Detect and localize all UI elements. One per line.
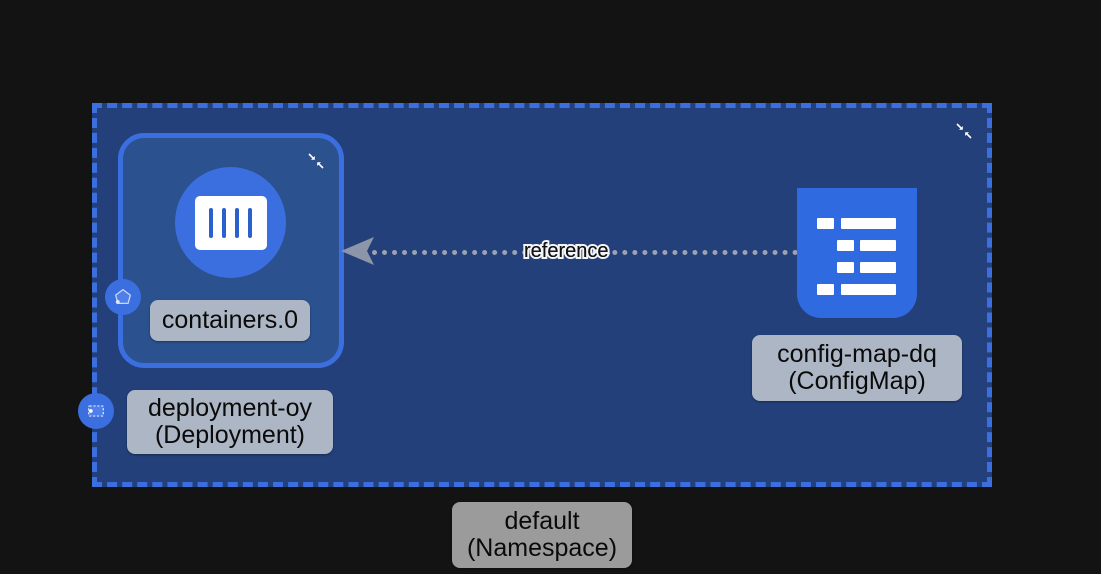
reference-edge-label: reference — [524, 240, 609, 262]
container-icon[interactable] — [175, 167, 286, 278]
reference-edge-line — [372, 250, 798, 255]
configmap-row-value — [860, 240, 896, 251]
containers-label-chip[interactable]: containers.0 — [150, 300, 310, 341]
namespace-label-chip[interactable]: default (Namespace) — [452, 502, 632, 568]
deployment-badge-icon[interactable] — [78, 393, 114, 429]
configmap-row-key — [817, 218, 834, 229]
configmap-row-key — [817, 284, 834, 295]
deployment-label-chip[interactable]: deployment-oy (Deployment) — [127, 390, 333, 454]
configmap-row-value — [860, 262, 896, 273]
collapse-icon[interactable] — [307, 152, 325, 170]
configmap-row-key — [837, 240, 854, 251]
container-barcode-glyph — [194, 195, 267, 250]
configmap-row-key — [837, 262, 854, 273]
reference-edge-label-halo: reference — [522, 238, 610, 264]
configmap-row-value — [841, 218, 896, 229]
collapse-icon[interactable] — [955, 122, 973, 140]
container-badge-icon[interactable] — [105, 279, 141, 315]
configmap-icon[interactable] — [797, 188, 917, 318]
edge-arrowhead-icon — [341, 237, 374, 265]
deployment-dashed-box-icon — [88, 405, 104, 417]
configmap-label-chip[interactable]: config-map-dq (ConfigMap) — [752, 335, 962, 401]
configmap-row-value — [841, 284, 896, 295]
pentagon-icon — [115, 289, 131, 305]
